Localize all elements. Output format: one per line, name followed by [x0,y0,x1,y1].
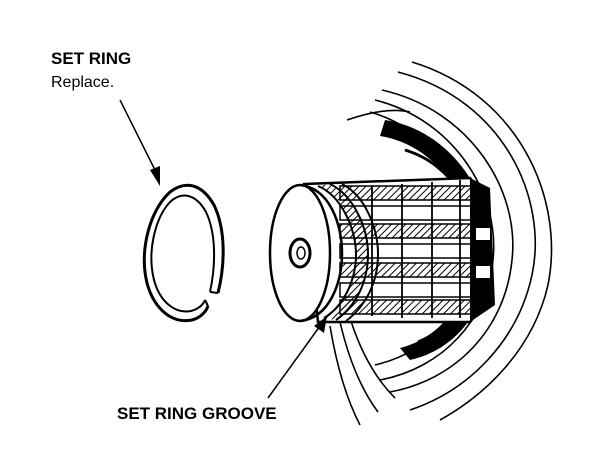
set-ring-label: SET RING [51,49,132,68]
set-ring-groove [317,183,380,322]
set-ring [142,183,225,323]
shaft-splines [302,176,495,324]
shaft-end-face [268,183,344,323]
leader-set-ring-groove [267,316,327,399]
set-ring-note: Replace. [51,74,115,91]
set-ring-groove-label: SET RING GROOVE [117,404,277,423]
leader-set-ring [119,99,160,186]
